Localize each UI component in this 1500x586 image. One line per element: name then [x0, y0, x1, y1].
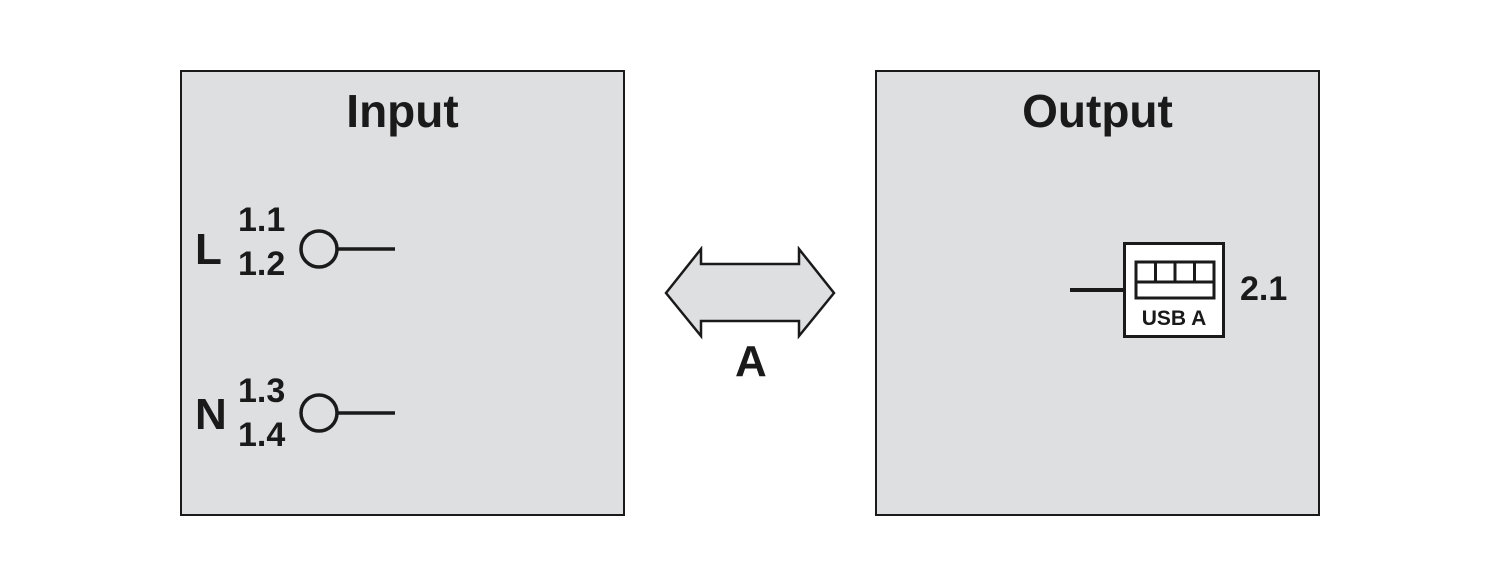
neutral-pin-top: 1.3	[238, 372, 286, 410]
usb-port-number: 2.1	[1240, 270, 1288, 308]
usb-wire	[1070, 288, 1123, 292]
double-arrow-icon	[664, 246, 836, 340]
input-title: Input	[346, 85, 459, 137]
usb-connector-icon	[1134, 260, 1216, 300]
neutral-terminal-icon	[299, 393, 395, 433]
phase-label: L	[195, 225, 222, 274]
input-panel: Input	[180, 70, 625, 516]
phase-pin-top: 1.1	[238, 201, 286, 239]
usb-port: USB A	[1123, 242, 1225, 338]
neutral-pin-bottom: 1.4	[238, 416, 286, 454]
output-title: Output	[1022, 85, 1173, 137]
neutral-label: N	[195, 390, 227, 439]
output-panel: Output	[875, 70, 1320, 516]
phase-terminal-icon	[299, 229, 395, 269]
phase-pin-bottom: 1.2	[238, 245, 286, 283]
usb-port-label: USB A	[1141, 307, 1207, 330]
connection-label: A	[735, 337, 767, 386]
